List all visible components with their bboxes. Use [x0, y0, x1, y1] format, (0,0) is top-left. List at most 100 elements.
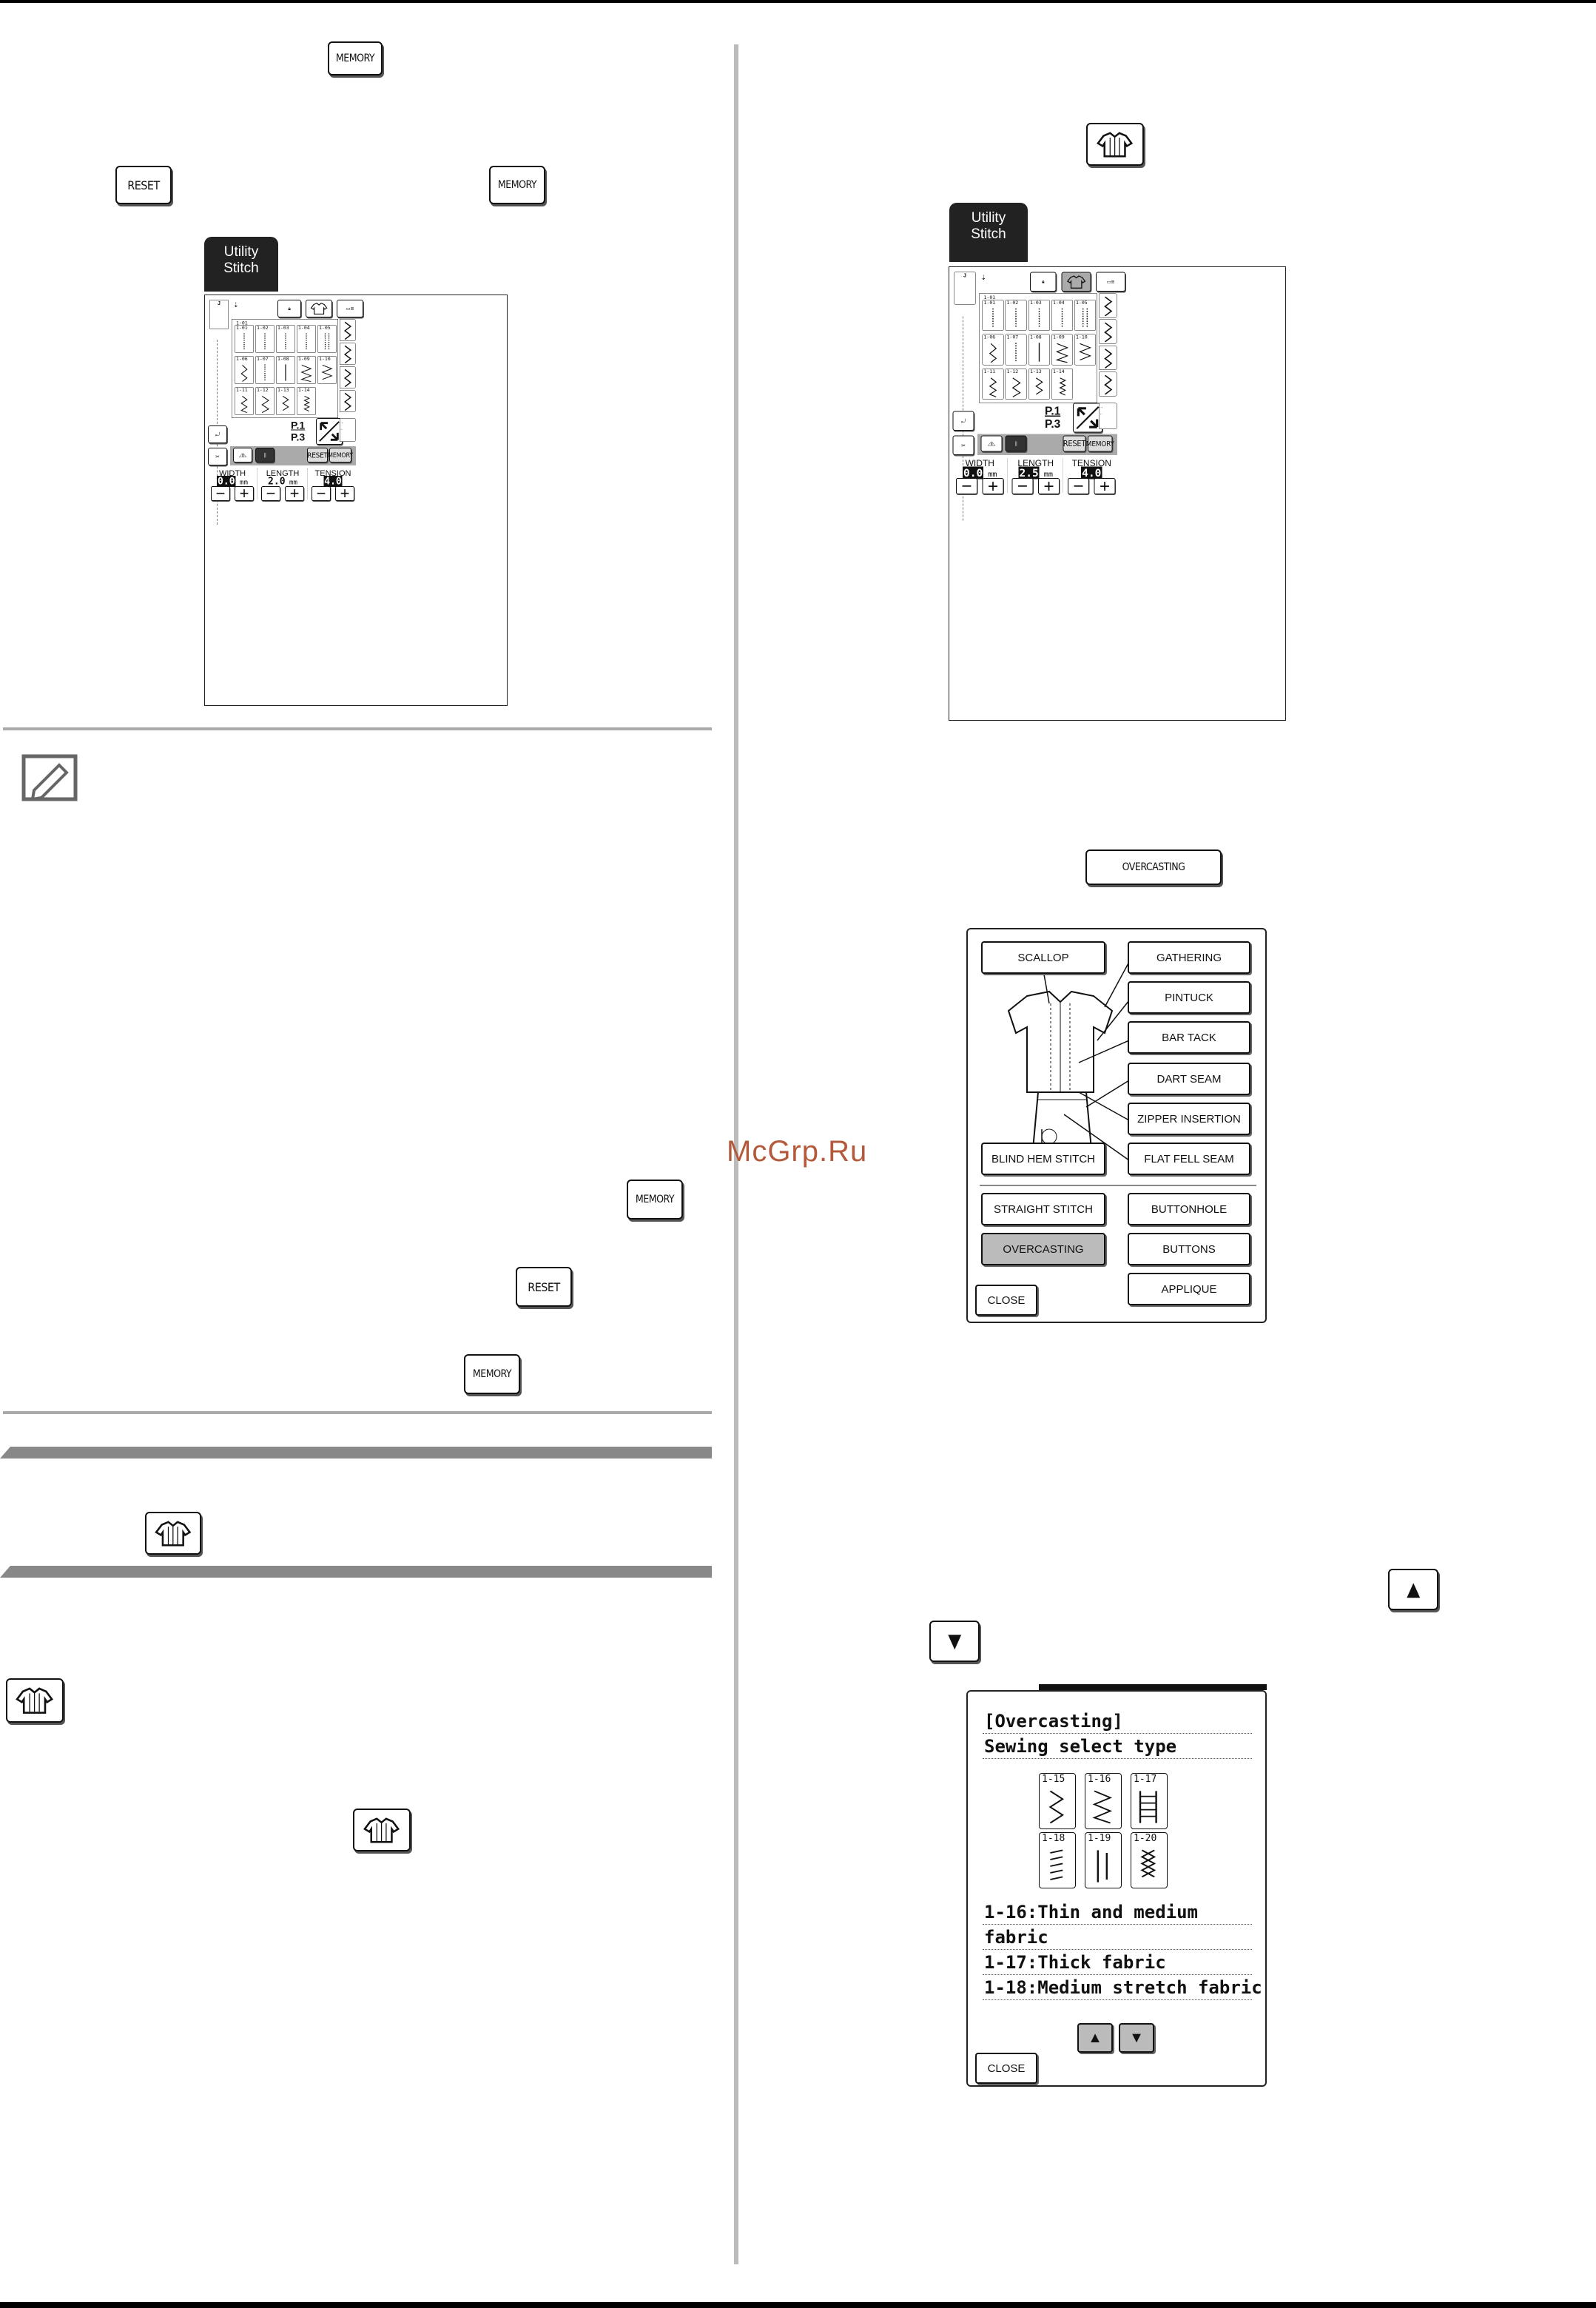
tension-minus-button[interactable]: − [1068, 477, 1089, 495]
sewing-application-button[interactable] [1086, 123, 1144, 166]
sewing-application-button[interactable] [145, 1512, 201, 1555]
stitch-key-1-07[interactable]: 1-07 [1005, 334, 1027, 366]
stitch-key-1-06[interactable]: 1-06 [235, 356, 254, 384]
stitch-key-1-03[interactable]: 1-03 [1028, 300, 1050, 331]
page-flip-button[interactable] [316, 418, 343, 445]
close-button[interactable]: CLOSE [975, 2053, 1037, 2084]
stitch-key-1-02[interactable]: 1-02 [255, 325, 275, 353]
stitch-key-1-07[interactable]: 1-07 [255, 356, 275, 384]
buttons-button[interactable]: BUTTONS [1128, 1233, 1250, 1265]
tension-plus-button[interactable]: + [335, 485, 354, 502]
stitch-key-1-02[interactable]: 1-02 [1005, 300, 1027, 331]
stitch-key-1-10[interactable]: 1-10 [317, 356, 337, 384]
twin-needle-button[interactable]: || [1005, 435, 1027, 452]
reverse-button[interactable]: ⤾ [952, 411, 974, 431]
straight-stitch-button[interactable]: STRAIGHT STITCH [981, 1193, 1105, 1225]
stitch-key-1-01[interactable]: 1-01 [982, 300, 1004, 331]
buttonhole-button[interactable]: BUTTONHOLE [1128, 1193, 1250, 1225]
length-plus-button[interactable]: + [1038, 477, 1060, 495]
pintuck-button[interactable]: PINTUCK [1128, 981, 1250, 1014]
utility-stitch-tab[interactable]: Utility Stitch [949, 203, 1028, 262]
utility-stitch-tab[interactable]: Utility Stitch [204, 237, 278, 292]
bar-tack-button[interactable]: BAR TACK [1128, 1021, 1250, 1054]
reference-button[interactable]: ▭≡ [337, 300, 363, 317]
mirror-button[interactable]: ◿|◺ [233, 448, 252, 462]
overcasting-button[interactable]: OVERCASTING [1085, 849, 1222, 885]
decorative-category-tab[interactable] [1099, 346, 1117, 370]
stitch-key-1-13[interactable]: 1-13 [1028, 369, 1050, 400]
stitch-key-1-14[interactable]: 1-14 [297, 387, 316, 415]
length-minus-button[interactable]: − [1011, 477, 1034, 495]
page-flip-button[interactable] [1073, 403, 1102, 433]
thread-direction-tab[interactable]: →← [340, 418, 356, 442]
stitch-key-1-04[interactable]: 1-04 [1051, 300, 1073, 331]
mirror-button[interactable]: ◿|◺ [980, 435, 1003, 452]
page-down-button[interactable]: ▼ [1119, 2023, 1154, 2053]
stitch-key-1-12[interactable]: 1-12 [255, 387, 275, 415]
memory-button[interactable]: MEMORY [489, 166, 545, 204]
stitch-key-1-06[interactable]: 1-06 [982, 334, 1004, 366]
flat-fell-seam-button[interactable]: FLAT FELL SEAM [1128, 1143, 1250, 1175]
reference-button[interactable]: ▭≡ [1096, 272, 1125, 292]
sewing-application-button[interactable] [1061, 272, 1091, 292]
sewing-application-button[interactable] [6, 1678, 64, 1723]
reverse-button[interactable]: ⤾ [208, 425, 227, 443]
stitch-key-1-05[interactable]: 1-05 [317, 325, 337, 353]
zipper-insertion-button[interactable]: ZIPPER INSERTION [1128, 1103, 1250, 1135]
scissors-button[interactable]: ✂ [952, 435, 974, 455]
stitch-key-1-18[interactable]: 1-18 [1039, 1832, 1076, 1888]
blind-hem-stitch-button[interactable]: BLIND HEM STITCH [981, 1143, 1105, 1175]
stitch-key-1-13[interactable]: 1-13 [276, 387, 295, 415]
lock-button[interactable]: 🔒︎ [1030, 272, 1057, 292]
length-minus-button[interactable]: − [261, 485, 280, 502]
reset-button[interactable]: RESET [516, 1267, 572, 1307]
width-minus-button[interactable]: − [211, 485, 230, 502]
stitch-key-1-01[interactable]: 1-01 [235, 325, 254, 353]
gathering-button[interactable]: GATHERING [1128, 941, 1250, 974]
dart-seam-button[interactable]: DART SEAM [1128, 1063, 1250, 1095]
length-plus-button[interactable]: + [285, 485, 304, 502]
stitch-key-1-11[interactable]: 1-11 [982, 369, 1004, 400]
buttonhole-category-tab[interactable] [1099, 371, 1117, 397]
decorative-category-tab[interactable] [340, 366, 356, 388]
overcasting-button[interactable]: OVERCASTING [981, 1233, 1105, 1265]
stitch-key-1-19[interactable]: 1-19 [1085, 1832, 1122, 1888]
memory-button[interactable]: MEMORY [328, 448, 353, 462]
width-plus-button[interactable]: + [235, 485, 254, 502]
width-plus-button[interactable]: + [982, 477, 1004, 495]
tension-minus-button[interactable]: − [312, 485, 331, 502]
stitch-key-1-09[interactable]: 1-09 [297, 356, 316, 384]
zigzag-category-tab[interactable] [340, 319, 356, 341]
scroll-up-button[interactable]: ▲ [1388, 1569, 1438, 1610]
sewing-application-button[interactable] [306, 300, 332, 317]
tension-plus-button[interactable]: + [1094, 477, 1116, 495]
overlock-category-tab[interactable] [340, 343, 356, 365]
stitch-key-1-11[interactable]: 1-11 [235, 387, 254, 415]
reset-button[interactable]: RESET [115, 166, 172, 204]
thread-direction-tab[interactable]: →← [1099, 403, 1117, 429]
stitch-key-1-20[interactable]: 1-20 [1131, 1832, 1168, 1888]
memory-button[interactable]: MEMORY [1086, 435, 1114, 452]
buttonhole-category-tab[interactable] [340, 390, 356, 412]
reset-button[interactable]: RESET [1063, 435, 1086, 452]
stitch-key-1-05[interactable]: 1-05 [1074, 300, 1096, 331]
sewing-application-button[interactable] [353, 1809, 411, 1851]
lock-button[interactable]: 🔒︎ [277, 300, 301, 317]
stitch-key-1-17[interactable]: 1-17 [1131, 1773, 1168, 1829]
memory-button[interactable]: MEMORY [464, 1354, 520, 1394]
page-up-button[interactable]: ▲ [1077, 2023, 1113, 2053]
stitch-key-1-08[interactable]: 1-08 [1028, 334, 1050, 366]
scallop-button[interactable]: SCALLOP [981, 941, 1105, 974]
stitch-key-1-04[interactable]: 1-04 [297, 325, 316, 353]
twin-needle-button[interactable]: || [255, 448, 275, 462]
zigzag-category-tab[interactable] [1099, 293, 1117, 318]
scissors-button[interactable]: ✂ [208, 448, 227, 465]
width-minus-button[interactable]: − [956, 477, 977, 495]
stitch-key-1-16[interactable]: 1-16 [1085, 1773, 1122, 1829]
stitch-key-1-08[interactable]: 1-08 [276, 356, 295, 384]
stitch-key-1-09[interactable]: 1-09 [1051, 334, 1073, 366]
overlock-category-tab[interactable] [1099, 319, 1117, 344]
applique-button[interactable]: APPLIQUE [1128, 1273, 1250, 1305]
scroll-down-button[interactable]: ▼ [929, 1621, 980, 1662]
stitch-key-1-03[interactable]: 1-03 [276, 325, 295, 353]
